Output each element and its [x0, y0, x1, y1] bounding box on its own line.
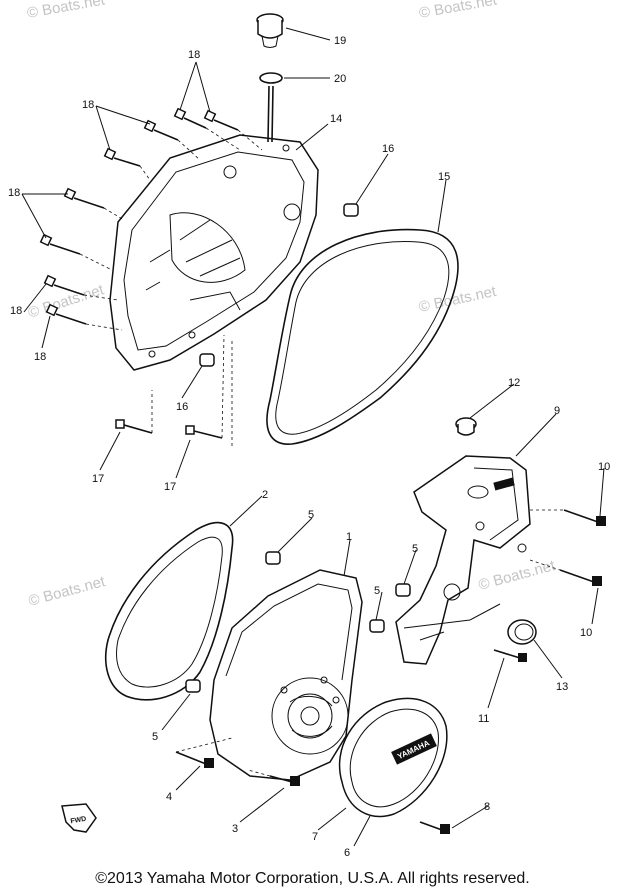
bolt [103, 147, 141, 167]
callout-18: 18 [188, 49, 200, 61]
watermark: © Boats.net [477, 557, 558, 594]
callout-5: 5 [152, 731, 158, 743]
callout-2: 2 [262, 489, 268, 501]
bolt [45, 303, 87, 325]
callout-18: 18 [82, 99, 94, 111]
bolt [63, 187, 105, 209]
callout-7: 7 [312, 831, 318, 843]
callout-11: 11 [478, 713, 489, 725]
generator-cover [209, 569, 363, 781]
copyright-notice: ©2013 Yamaha Motor Corporation, U.S.A. A… [95, 870, 530, 887]
callout-17: 17 [92, 473, 104, 485]
cap [507, 619, 537, 645]
bolt [493, 649, 527, 662]
gasket [104, 521, 234, 701]
grommet [455, 417, 477, 436]
bolt [269, 775, 300, 786]
callout-9: 9 [554, 405, 560, 417]
point-cover: YAMAHA [338, 697, 448, 818]
callout-18: 18 [8, 187, 20, 199]
watermark: © Boats.net [417, 283, 498, 316]
dowel-pin [343, 203, 359, 217]
callout-6: 6 [344, 847, 350, 859]
dowel-pin [199, 353, 215, 367]
dipstick [267, 85, 274, 143]
leader-lines [21, 27, 605, 847]
callout-16: 16 [176, 401, 188, 413]
callout-5: 5 [308, 509, 314, 521]
gasket [266, 228, 459, 445]
callout-10: 10 [580, 627, 592, 639]
bolt [563, 509, 606, 526]
callout-16: 16 [382, 143, 394, 155]
bolt [115, 419, 153, 434]
callout-14: 14 [330, 113, 342, 125]
bolt [39, 233, 81, 255]
bracket [395, 455, 531, 665]
forward-direction-marker: FWD [61, 803, 97, 833]
collar [369, 619, 385, 633]
collar [185, 679, 201, 693]
bolt [185, 425, 223, 439]
collar [265, 551, 281, 565]
callout-1: 1 [346, 531, 352, 543]
crankcase-cover [109, 134, 319, 371]
bolt [203, 109, 239, 131]
callout-3: 3 [232, 823, 238, 835]
bolt [173, 107, 207, 129]
callout-13: 13 [556, 681, 568, 693]
watermark: © Boats.net [418, 0, 499, 22]
callout-19: 19 [334, 35, 346, 47]
callout-15: 15 [438, 171, 450, 183]
callout-18: 18 [10, 305, 22, 317]
callout-5: 5 [374, 585, 380, 597]
watermark: © Boats.net [27, 573, 108, 610]
callout-10: 10 [598, 461, 610, 473]
bolt [559, 569, 602, 586]
o-ring [259, 72, 283, 84]
svg-text:FWD: FWD [70, 816, 87, 826]
callout-4: 4 [166, 791, 172, 803]
callout-18: 18 [34, 351, 46, 363]
callout-17: 17 [164, 481, 176, 493]
watermark: © Boats.net [26, 281, 107, 322]
callout-20: 20 [334, 73, 346, 85]
screw [419, 821, 450, 834]
oil-filler-cap [256, 13, 284, 48]
callout-8: 8 [484, 801, 490, 813]
collar [395, 583, 411, 597]
callout-12: 12 [508, 377, 520, 389]
callout-5: 5 [412, 543, 418, 555]
watermark: © Boats.net [26, 0, 107, 22]
bolt [175, 751, 214, 768]
bolt [43, 274, 85, 296]
